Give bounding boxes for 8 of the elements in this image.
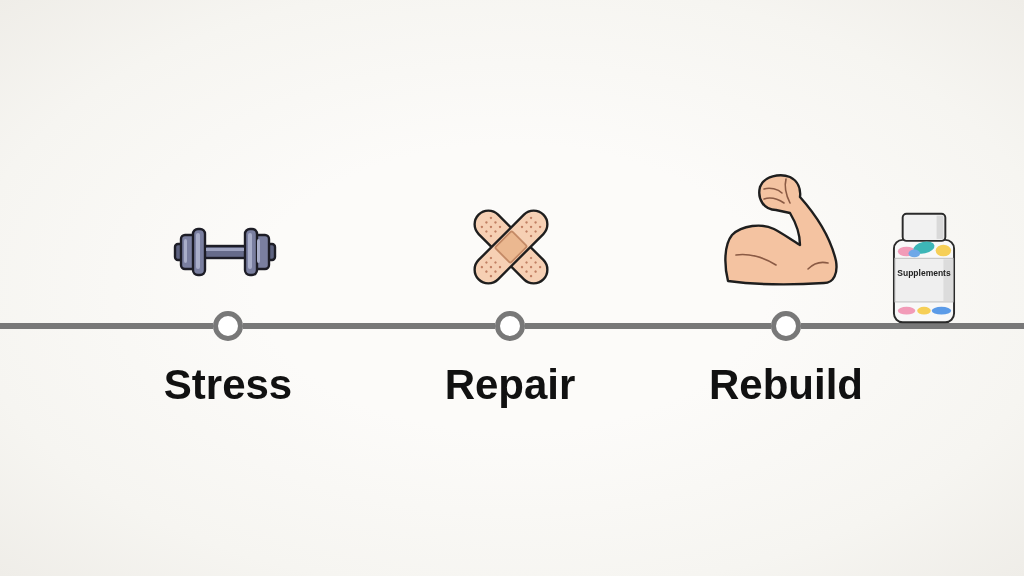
timeline-line [0, 323, 213, 329]
timeline-line [243, 323, 495, 329]
bottle-label: Supplements [896, 269, 952, 278]
stage-label: Rebuild [709, 364, 863, 406]
timeline-line [525, 323, 771, 329]
timeline-line [801, 323, 1024, 329]
stage-label: Stress [163, 364, 293, 406]
stage-label: Repair [444, 364, 576, 406]
